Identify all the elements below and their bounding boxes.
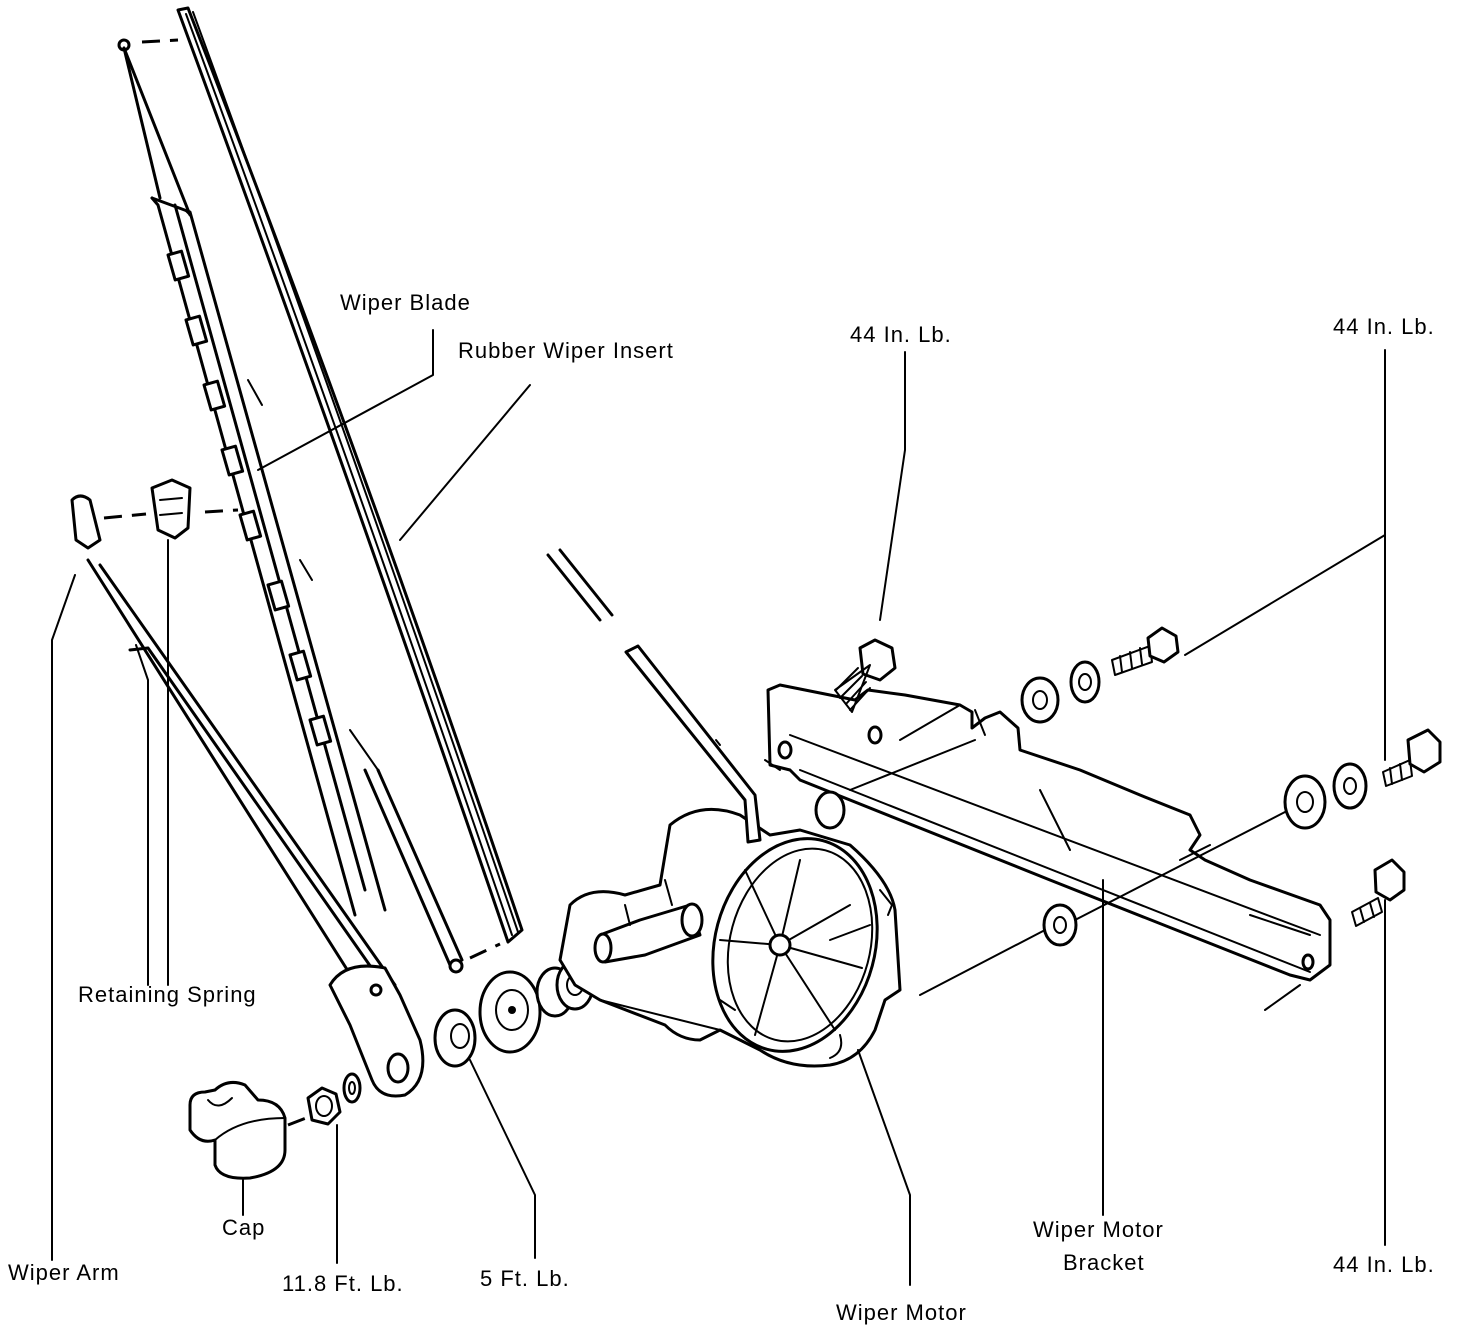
retaining-spring <box>103 478 239 540</box>
rubber-wiper-insert <box>176 6 524 944</box>
wiper-blade-frame <box>117 38 501 974</box>
label-torque-bottom-right: 44 In. Lb. <box>1333 1252 1435 1277</box>
wiring-conduit <box>546 548 762 844</box>
label-rubber-wiper-insert: Rubber Wiper Insert <box>458 338 674 363</box>
label-torque-top-center: 44 In. Lb. <box>850 322 952 347</box>
right-bushing-pair <box>1283 762 1368 830</box>
pivot-nut <box>478 970 542 1054</box>
wiper-motor-bracket <box>764 683 1332 1011</box>
right-bolt <box>1382 728 1442 787</box>
center-bolt <box>834 638 897 713</box>
label-wiper-motor: Wiper Motor <box>836 1300 967 1325</box>
upper-bushing-pair <box>1020 660 1101 724</box>
label-cap: Cap <box>222 1215 265 1240</box>
wiper-arm <box>70 494 425 1098</box>
upper-right-bolt <box>1111 626 1180 676</box>
label-retaining-spring: Retaining Spring <box>78 982 257 1007</box>
lower-right-bolt <box>1351 858 1406 927</box>
arm-nut <box>306 1086 342 1126</box>
motor-bushings <box>814 790 1078 947</box>
leader-lines <box>51 329 1386 1286</box>
label-wiper-arm: Wiper Arm <box>8 1260 120 1285</box>
label-torque-shaft: 5 Ft. Lb. <box>480 1266 570 1291</box>
label-wiper-blade: Wiper Blade <box>340 290 471 315</box>
wiper-motor <box>558 794 902 1068</box>
label-torque-nut: 11.8 Ft. Lb. <box>282 1271 404 1296</box>
shaft-washer <box>433 1008 477 1068</box>
cap <box>188 1080 307 1180</box>
label-wiper-motor-bracket-2: Bracket <box>1063 1250 1145 1275</box>
lock-washer <box>342 1072 362 1104</box>
assembly-lines <box>599 534 1386 1031</box>
label-wiper-motor-bracket-1: Wiper Motor <box>1033 1217 1164 1242</box>
label-torque-top-right: 44 In. Lb. <box>1333 314 1435 339</box>
